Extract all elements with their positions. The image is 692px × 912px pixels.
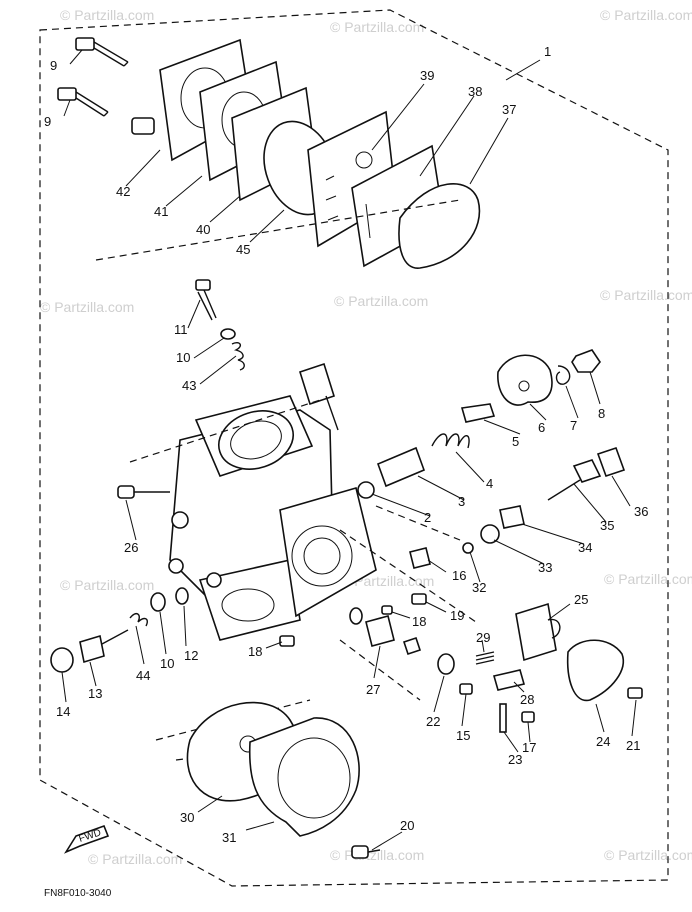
- callout-38: 38: [468, 84, 482, 99]
- callout-40: 40: [196, 222, 210, 237]
- watermark-text: © Partzilla.com: [600, 7, 692, 23]
- callout-9: 9: [44, 114, 51, 129]
- watermark-text: © Partzilla.com: [60, 7, 154, 23]
- bottom-diaphragm-group: [155, 699, 381, 859]
- callout-18: 18: [412, 614, 426, 629]
- watermark-text: © Partzilla.com: [330, 847, 424, 863]
- callout-21: 21: [626, 738, 640, 753]
- callout-11: 11: [174, 322, 188, 337]
- cover-31: [248, 717, 360, 837]
- callout-32: 32: [472, 580, 486, 595]
- body-group-axis: [129, 399, 477, 701]
- callout-9: 9: [50, 58, 57, 73]
- callout-19: 19: [450, 608, 464, 623]
- callout-7: 7: [570, 418, 577, 433]
- callout-15: 15: [456, 728, 470, 743]
- callout-12: 12: [184, 648, 198, 663]
- callout-22: 22: [426, 714, 440, 729]
- watermark-text: © Partzilla.com: [60, 577, 154, 593]
- callout-39: 39: [420, 68, 434, 83]
- callout-6: 6: [538, 420, 545, 435]
- assembly-boundary: [39, 9, 669, 887]
- drawing-code: FN8F010-3040: [44, 888, 112, 899]
- callout-3: 3: [458, 494, 465, 509]
- callout-layer: 9942414045393837111104387654336235342633…: [44, 44, 648, 845]
- callout-43: 43: [182, 378, 196, 393]
- watermark-text: © Partzilla.com: [88, 851, 182, 867]
- callout-13: 13: [88, 686, 102, 701]
- callout-44: 44: [136, 668, 150, 683]
- callout-29: 29: [476, 630, 490, 645]
- callout-20: 20: [400, 818, 414, 833]
- cover-37: [398, 183, 481, 269]
- callout-28: 28: [520, 692, 534, 707]
- callout-26: 26: [124, 540, 138, 555]
- callout-41: 41: [154, 204, 168, 219]
- callout-27: 27: [366, 682, 380, 697]
- fwd-arrow-icon: FWD: [63, 824, 110, 854]
- watermark-text: © Partzilla.com: [40, 299, 134, 315]
- callout-25: 25: [574, 592, 588, 607]
- callout-10: 10: [160, 656, 174, 671]
- callout-35: 35: [600, 518, 614, 533]
- watermark-text: © Partzilla.com: [604, 571, 692, 587]
- watermark-text: © Partzilla.com: [604, 847, 692, 863]
- callout-5: 5: [512, 434, 519, 449]
- callout-18: 18: [248, 644, 262, 659]
- callout-14: 14: [56, 704, 70, 719]
- callout-30: 30: [180, 810, 194, 825]
- top-group-axis: [95, 199, 461, 261]
- callout-34: 34: [578, 540, 592, 555]
- watermark-text: © Partzilla.com: [600, 287, 692, 303]
- callout-42: 42: [116, 184, 130, 199]
- watermark-text: © Partzilla.com: [330, 19, 424, 35]
- callout-23: 23: [508, 752, 522, 767]
- callout-37: 37: [502, 102, 516, 117]
- watermark-layer: © Partzilla.com © Partzilla.com © Partzill…: [40, 7, 692, 867]
- callout-2: 2: [424, 510, 431, 525]
- callout-24: 24: [596, 734, 610, 749]
- left-parts: [50, 587, 295, 673]
- callout-8: 8: [598, 406, 605, 421]
- callout-1: 1: [544, 44, 551, 59]
- callout-10: 10: [176, 350, 190, 365]
- callout-17: 17: [522, 740, 536, 755]
- top-cover-group: [57, 37, 481, 269]
- callout-16: 16: [452, 568, 466, 583]
- callout-45: 45: [236, 242, 250, 257]
- leader-lines: [61, 49, 637, 851]
- watermark-text: © Partzilla.com: [334, 293, 428, 309]
- callout-36: 36: [634, 504, 648, 519]
- bolt-9-upper: [75, 37, 129, 67]
- callout-4: 4: [486, 476, 493, 491]
- adjust-screw-group: [195, 279, 245, 371]
- callout-33: 33: [538, 560, 552, 575]
- callout-31: 31: [222, 830, 236, 845]
- bolt-9-lower: [57, 87, 109, 117]
- carburetor-body: [117, 362, 377, 641]
